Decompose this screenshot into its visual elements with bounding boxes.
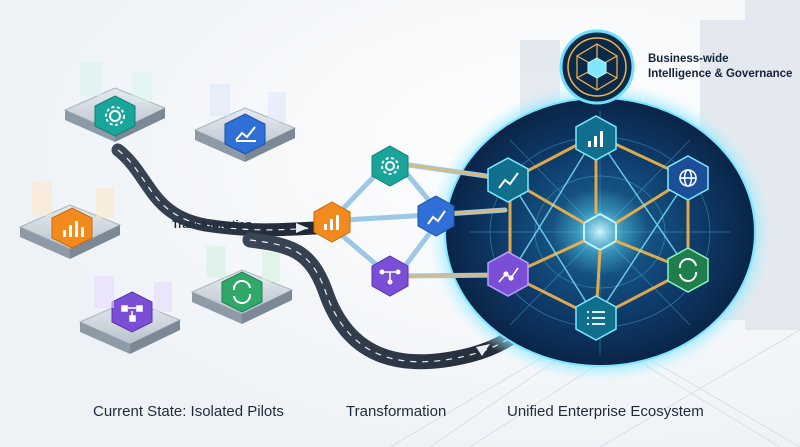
ecosystem-node-bar — [575, 115, 617, 161]
ecosystem-node-globe — [667, 155, 709, 201]
ecosystem-node-trend — [487, 251, 529, 297]
line-chart-icon — [498, 172, 519, 189]
refresh-icon — [232, 279, 252, 305]
orange-bar-pilot — [18, 182, 122, 259]
road-arrow-lower — [476, 344, 490, 356]
isolated-pilots — [18, 62, 297, 354]
caption-unified-ecosystem: Unified Enterprise Ecosystem — [507, 403, 704, 420]
governance-line-1: Business-wide — [648, 53, 729, 65]
transition-node-flow — [371, 255, 409, 297]
road-label: Transformation — [172, 219, 253, 231]
ecosystem-nodes — [487, 115, 709, 341]
trend-icon — [498, 267, 519, 283]
gear-icon — [381, 157, 399, 175]
bar-chart-icon — [63, 221, 84, 237]
transition-node-chart — [417, 195, 455, 237]
governance-badge — [559, 29, 635, 105]
line-chart-icon — [427, 210, 446, 225]
teal-gear-pilot — [63, 62, 167, 142]
gear-icon — [105, 106, 125, 126]
road-arrow-upper — [296, 223, 308, 233]
transition-nodes — [313, 145, 455, 297]
chain-links-core — [401, 163, 506, 277]
green-cycle-pilot — [190, 246, 294, 324]
refresh-icon — [678, 257, 698, 283]
hex-network-glow — [509, 134, 689, 319]
purple-flow-pilot — [78, 276, 182, 354]
bar-chart-icon — [324, 215, 339, 230]
list-icon — [587, 311, 605, 325]
governance-label: Business-wide Intelligence & Governance — [648, 52, 792, 82]
ecosystem-node-chart — [487, 157, 529, 203]
transition-node-bar — [313, 201, 351, 243]
governance-line-2: Intelligence & Governance — [648, 68, 793, 80]
caption-transformation: Transformation — [346, 403, 447, 420]
bar-chart-icon — [588, 131, 603, 147]
line-chart-icon — [235, 126, 256, 142]
ecosystem-node-list — [575, 295, 617, 341]
ecosystem-node-refresh — [667, 247, 709, 293]
transition-node-gear — [371, 145, 409, 187]
caption-current-state: Current State: Isolated Pilots — [93, 403, 284, 420]
workflow-icon — [121, 305, 143, 322]
globe-icon — [679, 169, 697, 187]
blue-chart-pilot — [193, 84, 297, 162]
